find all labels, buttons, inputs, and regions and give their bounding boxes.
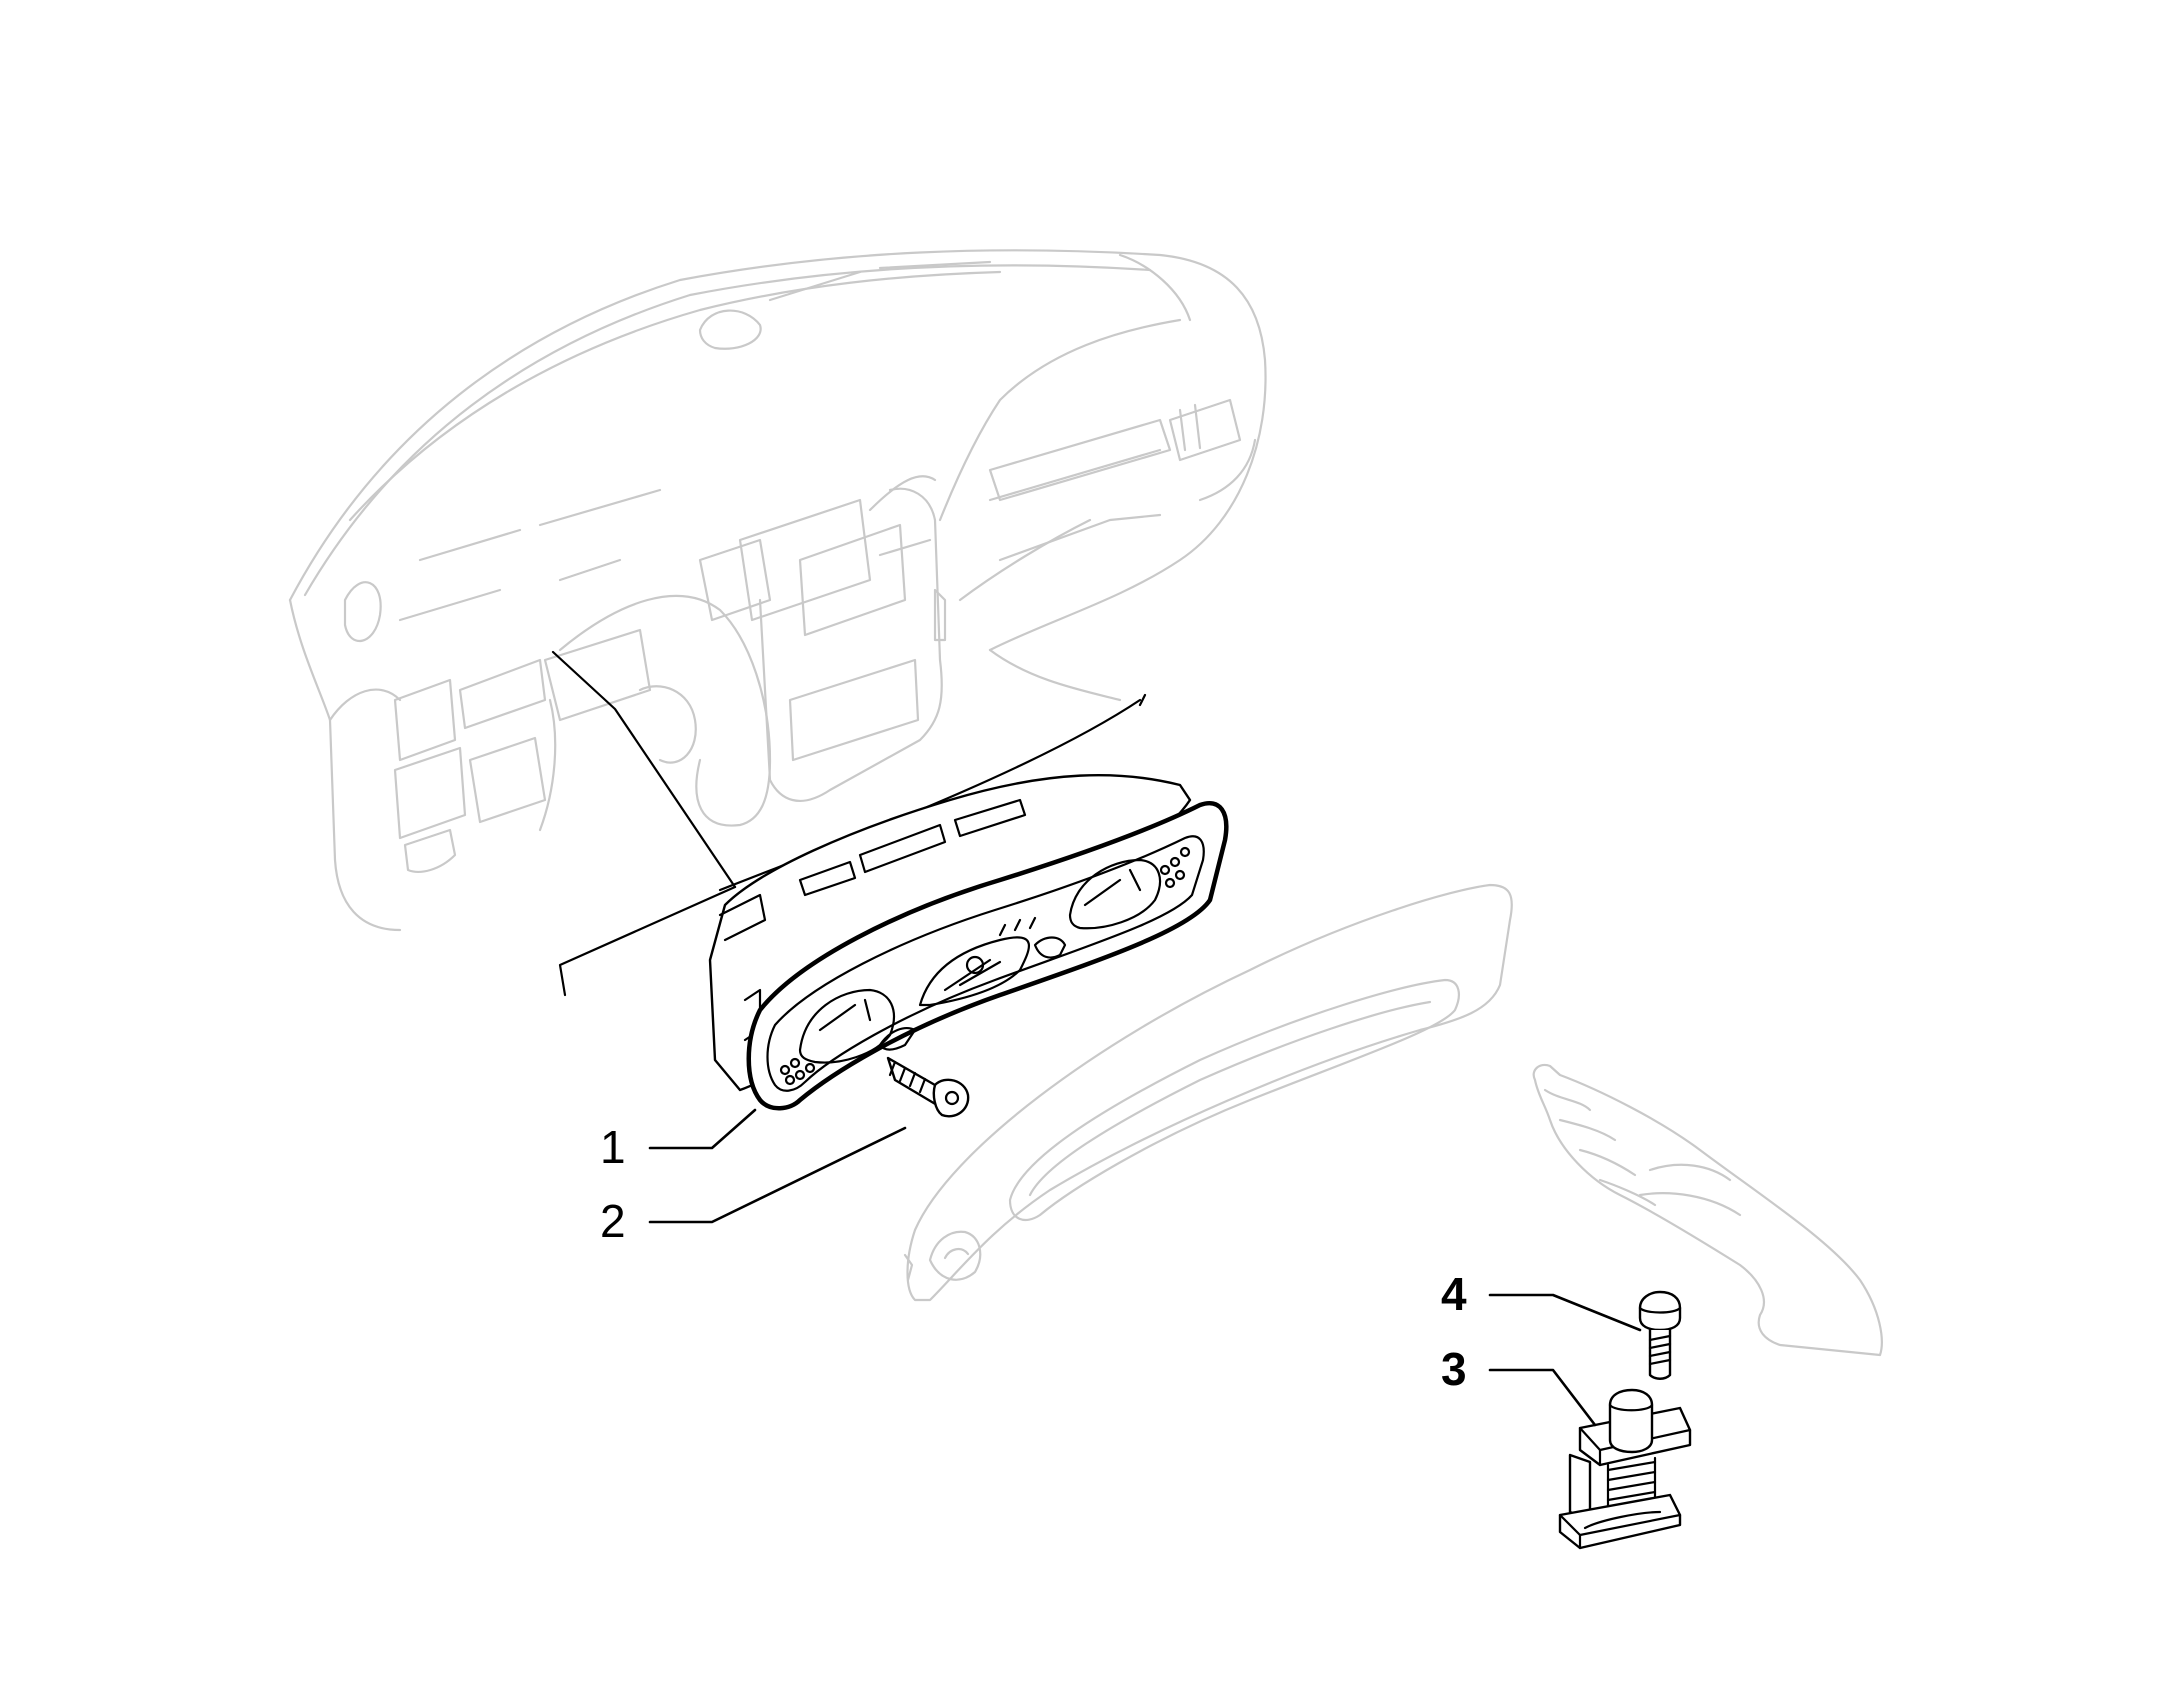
callout-number-3: 3 — [1441, 1343, 1467, 1395]
handbrake-lever — [1532, 1063, 1883, 1357]
callout-labels: 1 2 3 4 — [600, 1121, 1467, 1395]
leader-line-1 — [648, 1108, 757, 1150]
callout-number-2: 2 — [600, 1195, 626, 1247]
instrument-cluster — [708, 773, 1229, 1111]
leader-line-3 — [1488, 1368, 1597, 1427]
callout-number-4: 4 — [1441, 1268, 1467, 1320]
leader-line-2 — [648, 1126, 907, 1224]
leader-lines — [648, 1108, 1642, 1427]
switch-bracket — [1558, 1388, 1692, 1550]
screw — [886, 1056, 970, 1118]
callout-number-1: 1 — [600, 1121, 626, 1173]
bolt — [1638, 1290, 1682, 1380]
dashboard-outline — [288, 249, 1267, 932]
cluster-trim-bezel — [903, 883, 1513, 1302]
leader-line-4 — [1488, 1293, 1642, 1332]
